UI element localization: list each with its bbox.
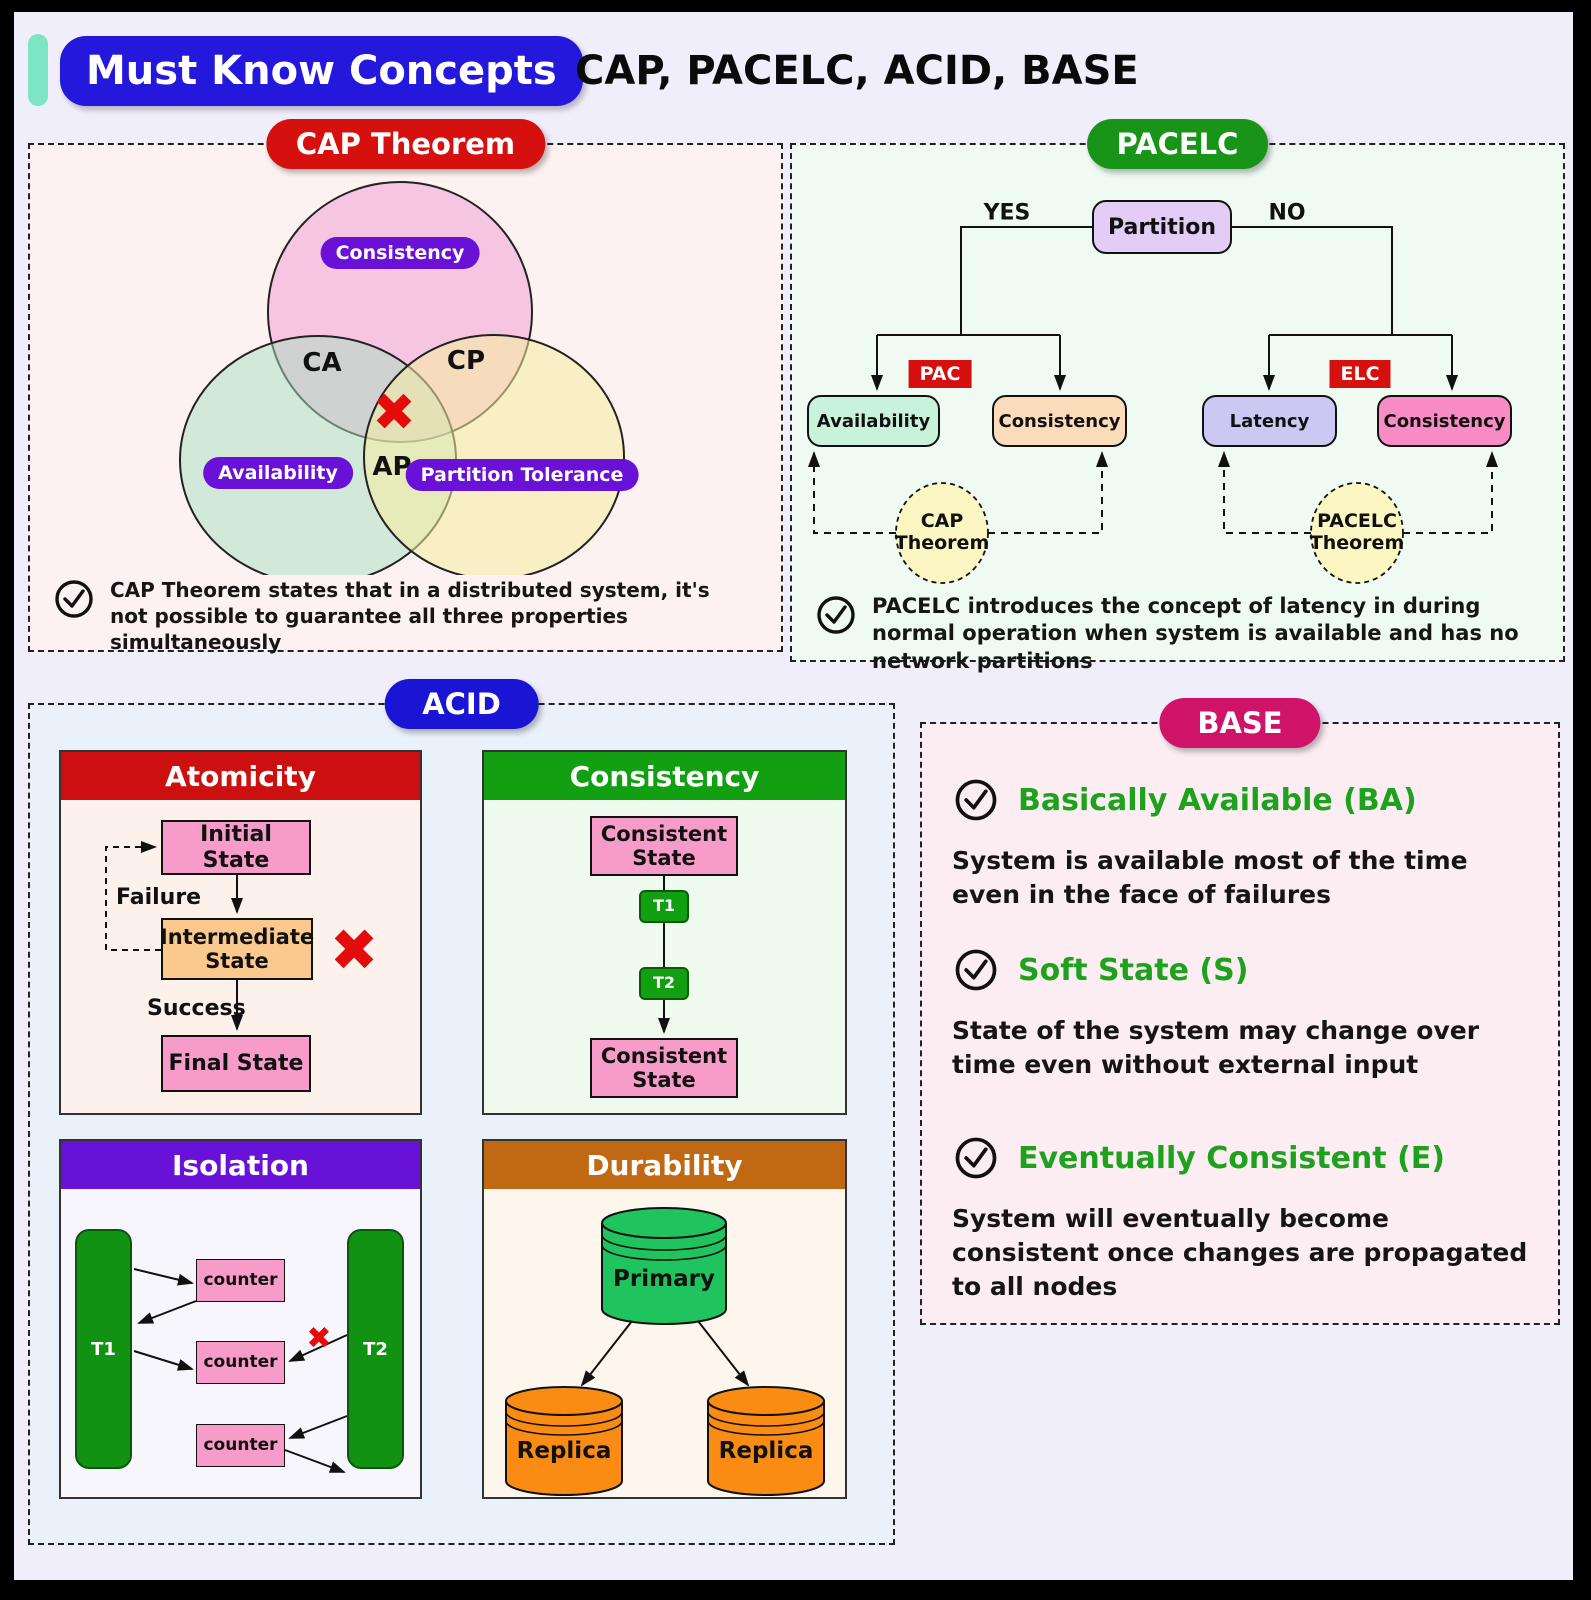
- pacelc-theorem-circle-line1: PACELC: [1317, 510, 1397, 533]
- base-item-basically-available: Basically Available (BA): [952, 776, 1417, 824]
- cap-theorem-circle-line1: CAP: [920, 510, 964, 533]
- base-panel: BASE Basically Available (BA) System is …: [920, 698, 1560, 1325]
- isolation-header: Isolation: [61, 1141, 420, 1189]
- consistency-pac-node: Consistency: [992, 395, 1127, 447]
- consistency-card: Consistency Consistent State T1 T2 Consi…: [482, 750, 847, 1115]
- check-icon: [55, 580, 93, 618]
- availability-node: Availability: [807, 395, 940, 447]
- pacelc-flowchart: [808, 226, 1498, 584]
- elc-tag: ELC: [1329, 360, 1391, 388]
- header-badge: Must Know Concepts: [60, 36, 583, 106]
- primary-cylinder: [601, 1207, 727, 1325]
- pac-tag: PAC: [908, 360, 972, 388]
- yes-label: YES: [983, 200, 1031, 226]
- venn-diagram: [179, 181, 625, 575]
- atomicity-diagram: Initial State Intermediate State Final S…: [61, 800, 420, 1113]
- pacelc-note: PACELC introduces the concept of latency…: [814, 593, 1534, 675]
- durability-card: Durability: [482, 1139, 847, 1499]
- base-heading: Eventually Consistent (E): [1018, 1140, 1445, 1176]
- t2-box: T2: [639, 967, 689, 1000]
- atomicity-arrows: [105, 841, 243, 1031]
- durability-header: Durability: [484, 1141, 845, 1189]
- failure-label: Failure: [116, 885, 202, 910]
- venn-label-availability: Availability: [203, 457, 353, 489]
- check-icon: [955, 949, 997, 991]
- check-icon: [817, 596, 855, 634]
- cap-theorem-panel: CAP Theorem Consistency CA CP AP ✖ Avail…: [28, 119, 783, 655]
- counter-box-3: counter: [196, 1424, 285, 1467]
- acid-panel: ACID Atomicity Initial State Intermediat…: [28, 679, 895, 1545]
- isolation-diagram: T1 T2 counter counter counter ✖: [61, 1189, 420, 1497]
- cap-panel-title: CAP Theorem: [265, 119, 546, 169]
- final-state-box: Final State: [161, 1035, 311, 1092]
- atomicity-cross-icon: ✖: [329, 916, 379, 984]
- intermediate-state-box: Intermediate State: [160, 918, 314, 980]
- atomicity-card: Atomicity Initial State Intermediate Sta…: [59, 750, 422, 1115]
- durability-shapes: [505, 1207, 825, 1496]
- pacelc-theorem-circle-line2: Theorem: [1309, 532, 1405, 554]
- base-item-eventually-consistent: Eventually Consistent (E): [952, 1134, 1445, 1182]
- venn-overlap-cp: CP: [446, 346, 486, 376]
- pacelc-panel: PACELC Partitio: [790, 119, 1565, 673]
- cap-theorem-circle-label: CAP Theorem: [894, 510, 990, 555]
- replica-right-label: Replica: [718, 1438, 814, 1464]
- replica-left-label: Replica: [516, 1438, 612, 1464]
- cap-note-text: CAP Theorem states that in a distributed…: [110, 578, 710, 654]
- cap-theorem-circle-line2: Theorem: [894, 532, 990, 554]
- base-panel-title: BASE: [1159, 698, 1321, 748]
- partition-node: Partition: [1092, 200, 1232, 254]
- success-label: Success: [147, 996, 246, 1021]
- base-body-text: System will eventually become consistent…: [952, 1204, 1528, 1301]
- pacelc-theorem-circle-label: PACELC Theorem: [1309, 510, 1405, 555]
- venn-overlap-ca: CA: [302, 348, 342, 378]
- base-item-soft-state: Soft State (S): [952, 946, 1248, 994]
- venn-label-consistency: Consistency: [320, 237, 480, 269]
- pacelc-note-text: PACELC introduces the concept of latency…: [872, 594, 1519, 673]
- atomicity-header: Atomicity: [61, 752, 420, 800]
- isolation-cross-icon: ✖: [306, 1321, 332, 1356]
- acid-panel-title: ACID: [384, 679, 539, 729]
- base-body-text: State of the system may change over time…: [952, 1016, 1480, 1079]
- primary-label: Primary: [613, 1266, 715, 1292]
- venn-label-partition-tolerance: Partition Tolerance: [405, 459, 639, 491]
- t1-box: T1: [639, 890, 689, 923]
- isolation-card: Isolation T1 T2 counte: [59, 1139, 422, 1499]
- consistent-state-top-box: Consistent State: [590, 816, 738, 876]
- base-heading: Soft State (S): [1018, 952, 1249, 988]
- cap-note: CAP Theorem states that in a distributed…: [52, 577, 752, 655]
- consistency-diagram: Consistent State T1 T2 Consistent State: [484, 800, 845, 1113]
- latency-node: Latency: [1202, 395, 1337, 447]
- venn-center-cross-icon: ✖: [372, 383, 416, 443]
- isolation-arrows: [133, 1268, 348, 1473]
- counter-box-2: counter: [196, 1341, 285, 1384]
- t2-bar: T2: [347, 1229, 404, 1469]
- replica-cylinder-left: [505, 1386, 623, 1496]
- replica-cylinder-right: [707, 1386, 825, 1496]
- counter-box-1: counter: [196, 1259, 285, 1302]
- header-accent-bar: [28, 34, 48, 106]
- venn-ellipse-partition: [363, 334, 625, 575]
- durability-diagram: Primary Replica Replica: [484, 1189, 845, 1497]
- initial-state-box: Initial State: [161, 820, 311, 875]
- page-title: CAP, PACELC, ACID, BASE: [575, 48, 1139, 94]
- check-icon: [955, 779, 997, 821]
- venn-overlap-ap: AP: [372, 452, 412, 482]
- consistency-header: Consistency: [484, 752, 845, 800]
- no-label: NO: [1268, 200, 1306, 226]
- t1-bar: T1: [75, 1229, 132, 1469]
- pacelc-panel-title: PACELC: [1086, 119, 1269, 169]
- base-body-text: System is available most of the time eve…: [952, 846, 1468, 909]
- check-icon: [955, 1137, 997, 1179]
- consistency-elc-node: Consistency: [1377, 395, 1512, 447]
- consistent-state-bottom-box: Consistent State: [590, 1038, 738, 1098]
- base-heading: Basically Available (BA): [1018, 782, 1417, 818]
